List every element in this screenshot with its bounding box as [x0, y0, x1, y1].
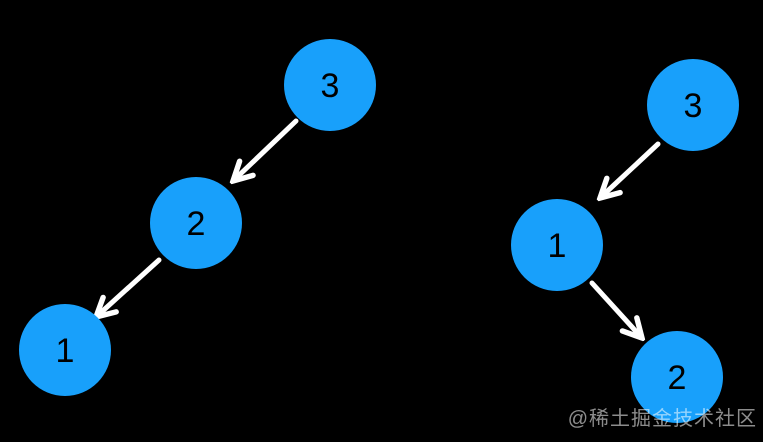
left-tree-node-3-circle — [284, 39, 376, 131]
right-tree-node-1-label: 1 — [548, 227, 567, 265]
left-tree-edge-2-to-1 — [96, 257, 162, 317]
right-tree-node-3-label: 3 — [684, 87, 703, 125]
left-tree-node-3-label: 3 — [321, 67, 340, 105]
right-tree-node-1-circle — [511, 199, 603, 291]
left-tree-node-2-circle — [150, 177, 242, 269]
left-tree-node-1-label: 1 — [56, 332, 75, 370]
right-tree-node-2-label: 2 — [668, 359, 687, 397]
right-tree-edge-3-to-1 — [600, 141, 661, 198]
right-tree-node-3-circle — [647, 59, 739, 151]
left-tree-node-1-circle — [19, 304, 111, 396]
left-tree-edge-3-to-2 — [233, 118, 299, 181]
right-tree-node-2-circle — [631, 331, 723, 423]
left-tree-node-2-label: 2 — [187, 205, 206, 243]
right-tree-edge-1-to-2 — [589, 280, 642, 338]
